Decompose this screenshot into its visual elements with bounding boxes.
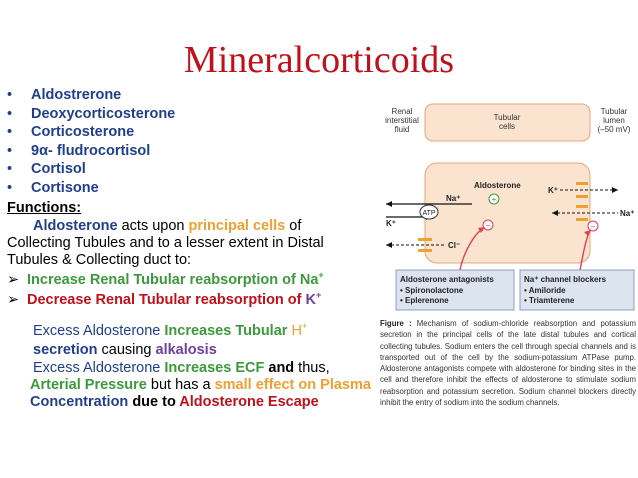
svg-text:+: + bbox=[492, 195, 497, 204]
text-line: Concentration due to Aldosterone Escape bbox=[30, 394, 319, 410]
svg-text:−: − bbox=[591, 222, 596, 231]
list-item: •Deoxycorticosterone bbox=[7, 105, 176, 122]
na-channel-blockers-box bbox=[519, 269, 635, 311]
svg-text:• Triamterene: • Triamterene bbox=[524, 296, 575, 305]
list-item: •Corticosterone bbox=[7, 124, 135, 141]
bullet-icon: • bbox=[7, 105, 13, 122]
svg-text:interstitial: interstitial bbox=[385, 116, 419, 125]
k-right-label: K⁺ bbox=[548, 186, 558, 195]
svg-text:ATP: ATP bbox=[422, 210, 435, 217]
arrow-head-icon bbox=[386, 201, 392, 207]
svg-text:Na⁺ channel blockers: Na⁺ channel blockers bbox=[524, 275, 607, 284]
renal-interstitial-label: Renal bbox=[392, 107, 413, 116]
list-item: •9α- fludrocortisol bbox=[7, 142, 151, 159]
k-label: K⁺ bbox=[386, 219, 396, 228]
svg-text:−: − bbox=[486, 221, 491, 230]
aldosterone-label: Aldosterone bbox=[474, 181, 521, 190]
upper-tubular-cell bbox=[424, 103, 591, 142]
svg-text:• Amiloride: • Amiloride bbox=[524, 286, 566, 295]
list-item: •Cortisol bbox=[7, 161, 86, 178]
svg-text:lumen: lumen bbox=[603, 116, 625, 125]
svg-text:cells: cells bbox=[499, 122, 515, 131]
slide-title: Mineralcorticoids bbox=[183, 39, 455, 81]
hormone-list: •Aldostrerone •Deoxycorticosterone •Cort… bbox=[7, 87, 175, 199]
arrow-head-icon bbox=[552, 210, 558, 216]
list-item: •Cortisone bbox=[7, 179, 99, 196]
svg-text:(–50 mV): (–50 mV) bbox=[598, 125, 631, 134]
nephron-cell-diagram: Renal interstitial fluid Tubular cells T… bbox=[385, 103, 635, 311]
functions-paragraph: Aldosterone acts upon principal cells of… bbox=[7, 218, 324, 268]
tubular-cells-label: Tubular bbox=[494, 113, 521, 122]
minus-icon bbox=[482, 219, 494, 231]
bullet-icon: • bbox=[7, 179, 13, 196]
svg-text:fluid: fluid bbox=[395, 125, 410, 134]
functions-heading: Functions: bbox=[7, 200, 82, 216]
figure-caption: Figure : Mechanism of sodium-chloride re… bbox=[380, 319, 636, 408]
arrow-head-icon bbox=[386, 242, 392, 248]
increase-reabsorption-item: ➢Increase Renal Tubular reabsorption of … bbox=[7, 270, 324, 288]
text-line: Arterial Pressure but has a small effect… bbox=[30, 377, 371, 393]
minus-icon bbox=[587, 220, 599, 232]
cl-label: Cl⁻ bbox=[448, 241, 460, 250]
arrow-bullet-icon: ➢ bbox=[7, 291, 20, 308]
na-right-label: Na⁺ bbox=[620, 209, 634, 218]
na-label: Na⁺ bbox=[446, 194, 460, 203]
text-line: Excess Aldosterone Increases ECF and thu… bbox=[33, 360, 330, 376]
decrease-reabsorption-item: ➢Decrease Renal Tubular reabsorption of … bbox=[7, 290, 322, 308]
tubular-lumen-label: Tubular bbox=[601, 107, 628, 116]
text-line: secretion causing alkalosis bbox=[33, 342, 217, 358]
svg-text:Aldosterone antagonists: Aldosterone antagonists bbox=[400, 275, 494, 284]
list-item: •Aldostrerone bbox=[7, 87, 122, 103]
svg-text:• Spironolactone: • Spironolactone bbox=[400, 286, 464, 295]
bullet-icon: • bbox=[7, 161, 13, 178]
arrow-bullet-icon: ➢ bbox=[7, 271, 20, 288]
text-line: Excess Aldosterone Increases Tubular H+ bbox=[33, 321, 308, 339]
bullet-icon: • bbox=[7, 124, 13, 141]
plus-icon bbox=[488, 193, 500, 205]
bullet-icon: • bbox=[7, 87, 13, 103]
aldosterone-antagonists-box bbox=[395, 269, 515, 311]
svg-text:• Eplerenone: • Eplerenone bbox=[400, 296, 449, 305]
bullet-icon: • bbox=[7, 142, 13, 159]
arrow-head-icon bbox=[612, 187, 618, 193]
atp-pump bbox=[419, 204, 439, 220]
